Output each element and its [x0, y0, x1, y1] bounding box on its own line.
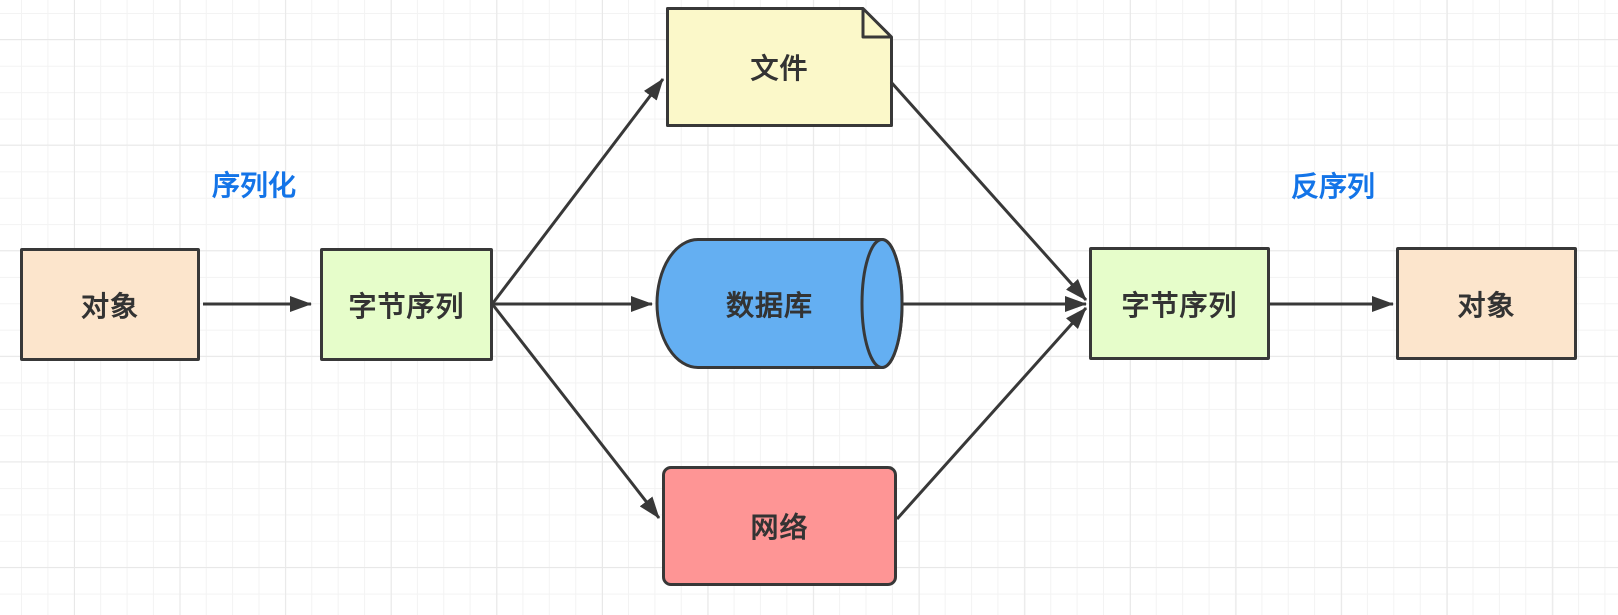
- object-node-right-label: 对象: [1457, 289, 1516, 321]
- serialize-label: 序列化: [211, 170, 296, 201]
- arrow-file-to-byteseq: [889, 80, 1088, 302]
- database-node-label: 数据库: [725, 289, 813, 321]
- file-fold-corner: [861, 8, 892, 39]
- file-node-label: 文件: [750, 53, 809, 84]
- byte-sequence-node-right-label: 字节序列: [1121, 289, 1238, 321]
- file-shape: [666, 7, 893, 127]
- deserialize-label: 反序列: [1290, 171, 1375, 202]
- object-node-right: 对象: [1396, 247, 1577, 360]
- arrow-byteseq-to-file: [491, 78, 665, 304]
- byte-sequence-node-right: 字节序列: [1089, 247, 1270, 360]
- arrow-byteseq-to-network: [491, 304, 661, 519]
- network-node: 网络: [662, 466, 897, 586]
- byte-sequence-node-left: 字节序列: [320, 248, 493, 361]
- byte-sequence-node-left-label: 字节序列: [348, 290, 465, 322]
- network-node-label: 网络: [750, 512, 809, 543]
- object-node-left: 对象: [20, 248, 200, 361]
- object-node-left-label: 对象: [80, 290, 139, 322]
- database-cylinder-shape: [655, 238, 904, 369]
- arrow-network-to-byteseq: [895, 306, 1088, 521]
